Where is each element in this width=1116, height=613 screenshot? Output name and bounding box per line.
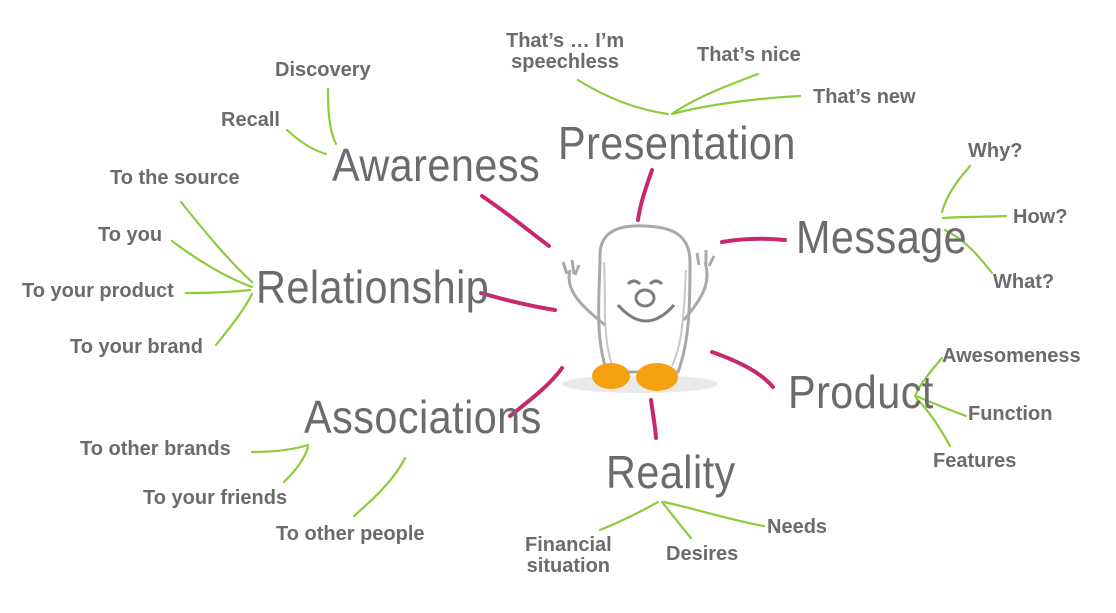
leaf-desires: Desires: [666, 543, 739, 565]
branch-reality: Reality: [606, 446, 736, 498]
smiling-character-icon: [561, 224, 718, 393]
leaf-discovery: Discovery: [275, 59, 371, 81]
branch-associations: Associations: [304, 391, 542, 443]
branch-lines: [479, 168, 787, 440]
leaf-to-other-people: To other people: [276, 523, 425, 545]
leaf-to-you: To you: [98, 224, 163, 246]
leaf-thats-nice: That’s nice: [697, 44, 801, 66]
leaf-features: Features: [933, 450, 1017, 472]
leaf-speechless-line1: That’s … I’m: [506, 30, 625, 52]
leaf-function: Function: [968, 403, 1053, 425]
leaf-thats-new: That’s new: [813, 86, 916, 108]
branch-product: Product: [788, 366, 934, 418]
leaf-recall: Recall: [221, 109, 280, 131]
leaf-to-the-source: To the source: [110, 167, 240, 189]
leaf-to-your-brand: To your brand: [70, 336, 203, 358]
leaf-why: Why?: [968, 140, 1023, 162]
leaf-to-your-friends: To your friends: [143, 487, 288, 509]
leaf-financial-situation: Financial situation: [525, 535, 612, 577]
leaf-what: What?: [993, 271, 1055, 293]
leaf-lines: [170, 72, 1008, 540]
leaf-how: How?: [1013, 206, 1068, 228]
leaf-financial-line1: Financial: [525, 534, 612, 556]
leaf-speechless-line2: speechless: [511, 51, 620, 73]
leaf-to-other-brands: To other brands: [80, 438, 231, 460]
leaf-awesomeness: Awesomeness: [942, 345, 1081, 367]
leaf-to-your-product: To your product: [22, 280, 174, 302]
branch-awareness: Awareness: [332, 139, 541, 191]
branch-relationship: Relationship: [256, 261, 490, 313]
branch-message: Message: [796, 211, 968, 263]
leaf-speechless: That’s … I’m speechless: [506, 31, 624, 73]
leaf-financial-line2: situation: [526, 555, 611, 577]
branch-presentation: Presentation: [558, 117, 796, 169]
leaf-needs: Needs: [767, 516, 828, 538]
